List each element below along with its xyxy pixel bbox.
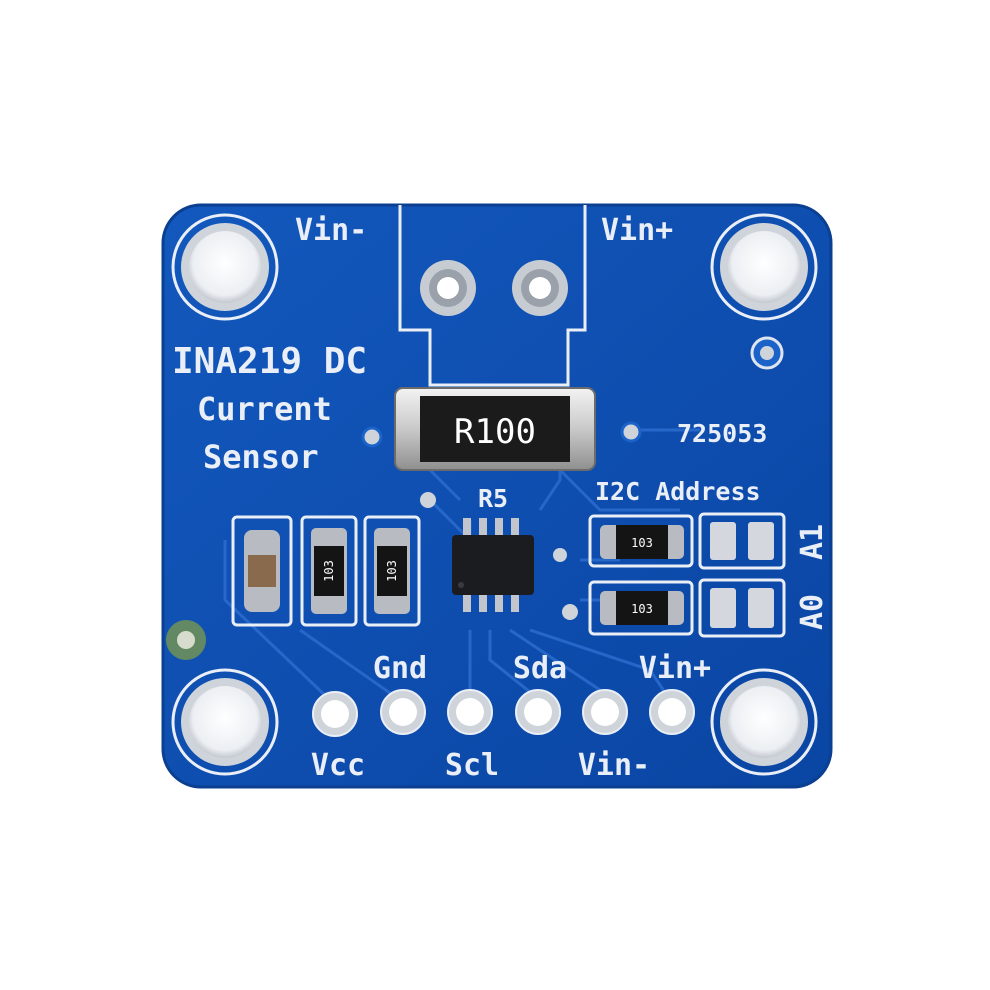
pin-vin-plus <box>649 689 695 735</box>
capacitor <box>231 515 293 627</box>
board-title-line1: INA219 DC <box>172 341 367 382</box>
via-points <box>166 336 784 660</box>
pin-vin-minus <box>582 689 628 735</box>
shunt-resistor: R100 <box>394 387 596 471</box>
board-title-line2: Current <box>197 390 332 428</box>
address-resistor-a0-marking: 103 <box>631 602 653 616</box>
jumper-label-a1: A1 <box>795 524 830 560</box>
i2c-address-label: I2C Address <box>595 477 761 506</box>
mounting-hole-top-right <box>710 213 818 321</box>
resistor-middle-marking: 103 <box>385 560 399 582</box>
label-terminal-vin-plus: Vin+ <box>601 213 673 248</box>
resistor-left: 103 <box>300 515 358 627</box>
address-resistor-a1: 103 <box>588 514 694 568</box>
shunt-designator: R5 <box>478 484 508 513</box>
header-pins <box>312 689 695 737</box>
pin-vcc <box>312 691 358 737</box>
mounting-hole-top-left <box>171 213 279 321</box>
terminal-pad-left <box>420 260 476 316</box>
mounting-hole-bottom-left <box>171 668 279 776</box>
pin-label-vcc: Vcc <box>311 748 365 783</box>
resistor-left-marking: 103 <box>322 560 336 582</box>
pin-label-scl: Scl <box>445 748 499 783</box>
board-title-line3: Sensor <box>203 438 319 476</box>
address-resistor-a1-marking: 103 <box>631 536 653 550</box>
pin-scl <box>447 689 493 735</box>
address-resistor-a0: 103 <box>588 580 694 636</box>
pin-label-gnd: Gnd <box>373 651 427 686</box>
resistor-middle: 103 <box>363 515 421 627</box>
ina219-chip <box>452 518 534 612</box>
solder-jumper-a1 <box>698 512 786 570</box>
terminal-pad-right <box>512 260 568 316</box>
pin-gnd <box>380 689 426 735</box>
jumper-label-a0: A0 <box>795 594 830 630</box>
shunt-marking: R100 <box>454 412 536 452</box>
pin-label-vin-plus: Vin+ <box>639 651 711 686</box>
pin-label-sda: Sda <box>513 651 567 686</box>
mounting-hole-bottom-right <box>710 668 818 776</box>
label-terminal-vin-minus: Vin- <box>295 213 367 248</box>
part-number: 725053 <box>677 419 767 448</box>
pcb-board <box>161 203 833 789</box>
terminal-block-outline <box>398 205 587 387</box>
pin-sda <box>515 689 561 735</box>
pin-label-vin-minus: Vin- <box>578 748 650 783</box>
solder-jumper-a0 <box>698 578 786 638</box>
